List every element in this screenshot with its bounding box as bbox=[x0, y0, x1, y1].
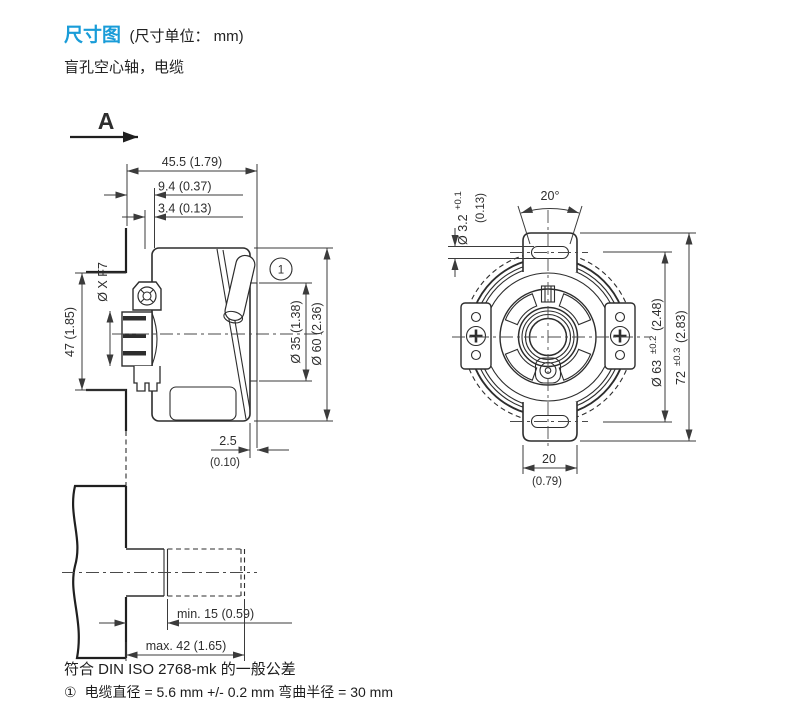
collar-slot bbox=[123, 333, 146, 338]
callout-1: 1 bbox=[278, 265, 284, 277]
cable-note-marker: ① bbox=[64, 684, 77, 700]
hub-foot bbox=[133, 366, 161, 392]
collar-slot bbox=[123, 316, 146, 321]
shaft-collar bbox=[121, 311, 153, 367]
dim-72-inch: (2.83) bbox=[674, 310, 688, 343]
view-a-label: A bbox=[98, 108, 115, 134]
mounting-bracket-top bbox=[86, 228, 128, 274]
cable-note-text: 电缆直径 = 5.6 mm +/- 0.2 mm 弯曲半径 = 30 mm bbox=[84, 684, 394, 700]
mounting-bracket-bottom bbox=[86, 388, 128, 431]
callout-1-circle bbox=[269, 257, 293, 281]
side-view: 1 45.5 (1.79) 9.4 (0.37) 3.4 (0.13) bbox=[63, 155, 333, 486]
top-tab-slot bbox=[530, 245, 570, 260]
dim-dia63-inch: (2.48) bbox=[650, 298, 664, 331]
dim-72: 72 bbox=[674, 371, 688, 385]
dim-hole-inch: (0.13) bbox=[475, 193, 487, 223]
dim-tab-20: 20 bbox=[542, 452, 556, 466]
rotor-cutout bbox=[504, 293, 538, 326]
dim-9-4: 9.4 (0.37) bbox=[158, 180, 212, 194]
bottom-tab-slot bbox=[530, 414, 570, 429]
title-unit-note: (尺寸单位： mm) bbox=[129, 28, 244, 45]
dim-max-42: max. 42 (1.65) bbox=[146, 639, 227, 653]
cable-cover-edge bbox=[216, 248, 247, 420]
dim-tab-20-inch: (0.79) bbox=[532, 476, 562, 488]
front-view: 20° Ø 3.2 +0.1 (0.13) Ø 63 ±0.2 bbox=[448, 189, 696, 488]
mount-hole-icon bbox=[614, 311, 626, 323]
dim-dia63: Ø 63 bbox=[650, 360, 664, 387]
dim-bore-xf7: Ø X F7 bbox=[96, 262, 110, 302]
subtitle: 盲孔空心轴，电缆 bbox=[64, 59, 185, 76]
motor-wall bbox=[71, 484, 126, 660]
page-title: 尺寸图 (尺寸单位： mm) bbox=[64, 20, 244, 47]
side-view-dimensions: 45.5 (1.79) 9.4 (0.37) 3.4 (0.13) 47 (1.… bbox=[63, 155, 333, 469]
rotor-cutout bbox=[504, 348, 538, 381]
mounting-block-left bbox=[460, 302, 492, 370]
title-text: 尺寸图 bbox=[64, 25, 122, 46]
mount-hole-icon bbox=[470, 311, 482, 323]
dim-hole-dia: Ø 3.2 bbox=[456, 214, 470, 245]
cable-note: ① 电缆直径 = 5.6 mm +/- 0.2 mm 弯曲半径 = 30 mm bbox=[64, 682, 393, 702]
dim-dia-60: Ø 60 (2.36) bbox=[310, 302, 324, 365]
rotor-cutout bbox=[558, 293, 592, 326]
dim-min-15: min. 15 (0.59) bbox=[177, 607, 254, 621]
dim-3-4: 3.4 (0.13) bbox=[158, 202, 212, 216]
cable bbox=[223, 254, 256, 324]
tolerance-note: 符合 DIN ISO 2768-mk 的一般公差 bbox=[64, 661, 296, 678]
dim-72-tol: ±0.3 bbox=[672, 348, 683, 366]
collar-slot bbox=[123, 351, 146, 356]
phillips-screw-icon bbox=[465, 325, 487, 347]
mount-hole-icon bbox=[470, 349, 482, 361]
phillips-screw-icon bbox=[609, 325, 631, 347]
cable-cover-edge-2 bbox=[222, 249, 251, 411]
dim-2-5-inch: (0.10) bbox=[210, 457, 240, 469]
collar-bulge bbox=[151, 312, 158, 366]
dim-2-5: 2.5 bbox=[219, 434, 236, 448]
top-mounting-tab bbox=[522, 232, 578, 272]
dim-hole-tol: +0.1 bbox=[453, 191, 464, 210]
dim-45-5: 45.5 (1.79) bbox=[162, 155, 222, 169]
view-direction-a: A bbox=[70, 108, 138, 143]
front-view-dimensions: 20° Ø 3.2 +0.1 (0.13) Ø 63 ±0.2 bbox=[448, 189, 696, 488]
bottom-mounting-tab bbox=[522, 402, 578, 442]
shaft-insertion-view: min. 15 (0.59) max. 42 (1.65) bbox=[62, 484, 292, 661]
dim-47: 47 (1.85) bbox=[63, 307, 77, 357]
rear-spigot bbox=[250, 282, 258, 382]
dim-dia-35: Ø 35 (1.38) bbox=[289, 300, 303, 363]
label-inset bbox=[169, 386, 237, 421]
mount-hole-icon bbox=[614, 349, 626, 361]
mounting-block-right bbox=[604, 302, 636, 370]
clamp-screw-icon bbox=[137, 286, 157, 306]
dim-20deg: 20° bbox=[541, 189, 560, 203]
dim-dia63-tol: ±0.2 bbox=[648, 336, 659, 354]
rotor-cutout bbox=[558, 348, 592, 381]
